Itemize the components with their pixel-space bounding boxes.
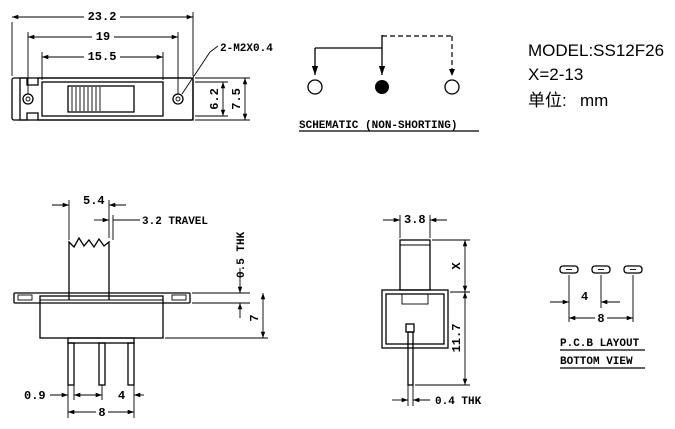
pcb-dim-span: 8	[597, 312, 604, 326]
flange-thickness-note: 0.5 THK	[236, 231, 248, 278]
model-name: MODEL:SS12F26	[528, 41, 664, 60]
dim-pin-width: 0.9	[24, 389, 46, 403]
pcb-dim-pitch: 4	[581, 290, 588, 304]
mounting-hole-right	[172, 93, 184, 105]
dim-body-length: 15.5	[88, 50, 117, 64]
pcb-caption-line1: P.C.B LAYOUT	[560, 338, 640, 350]
terminal-left	[307, 79, 323, 95]
actuator-top	[67, 85, 135, 113]
switch-body-top	[41, 81, 164, 117]
model-info: MODEL:SS12F26 X=2-13 单位: mm	[528, 41, 664, 110]
end-view: 3.8 X 11.7 0.4 THK	[381, 213, 482, 408]
dim-body-height: 7	[248, 314, 262, 321]
mounting-plate-outline	[11, 77, 194, 121]
terminal-right	[444, 79, 460, 95]
dim-overall-length: 23.2	[88, 10, 117, 24]
switch-body-end	[381, 289, 449, 349]
pcb-pad-1	[559, 265, 579, 274]
terminal-common	[375, 80, 389, 94]
model-x: X=2-13	[528, 65, 583, 84]
switch-base	[67, 337, 135, 344]
end-pin-stub	[405, 323, 415, 333]
pin-thickness-note: 0.4 THK	[435, 396, 482, 408]
pin-center	[98, 342, 106, 386]
mounting-hole-left	[22, 93, 34, 105]
dim-pin-span: 8	[98, 406, 105, 420]
unit-label: 单位:	[528, 91, 567, 110]
pin-left	[67, 342, 75, 386]
actuator-end	[399, 239, 431, 291]
pin-right	[127, 342, 135, 386]
dim-inner-height: 6.2	[208, 88, 222, 110]
pcb-caption-line2: BOTTOM VIEW	[560, 356, 633, 368]
mounting-flange	[13, 292, 191, 304]
top-view: 23.2 19 15.5 2-M2X0.4 6.2 7.5	[11, 8, 273, 121]
pcb-pad-3	[623, 265, 643, 274]
schematic-caption: SCHEMATIC (NON-SHORTING)	[299, 120, 457, 132]
hole-note: 2-M2X0.4	[220, 43, 273, 55]
pcb-pad-2	[591, 265, 611, 274]
dim-end-height: 11.7	[450, 324, 464, 353]
schematic: SCHEMATIC (NON-SHORTING)	[299, 35, 479, 132]
dim-actuator-width: 5.4	[83, 194, 105, 208]
unit-value: mm	[580, 91, 608, 110]
dim-hole-spacing: 19	[96, 30, 110, 44]
actuator-side	[68, 236, 110, 300]
dim-outer-height: 7.5	[230, 88, 244, 110]
dim-actuator-depth: 3.8	[404, 213, 426, 227]
pcb-layout: 4 8 P.C.B LAYOUT BOTTOM VIEW	[550, 265, 645, 369]
pin-end	[407, 331, 414, 386]
dim-x: X	[450, 262, 464, 270]
dim-pin-pitch: 4	[118, 389, 125, 403]
switch-body-side	[39, 295, 164, 339]
side-view: 5.4 3.2 TRAVEL 0.5 THK 7 0.9 4 8	[13, 194, 268, 420]
travel-note: 3.2 TRAVEL	[142, 216, 208, 228]
